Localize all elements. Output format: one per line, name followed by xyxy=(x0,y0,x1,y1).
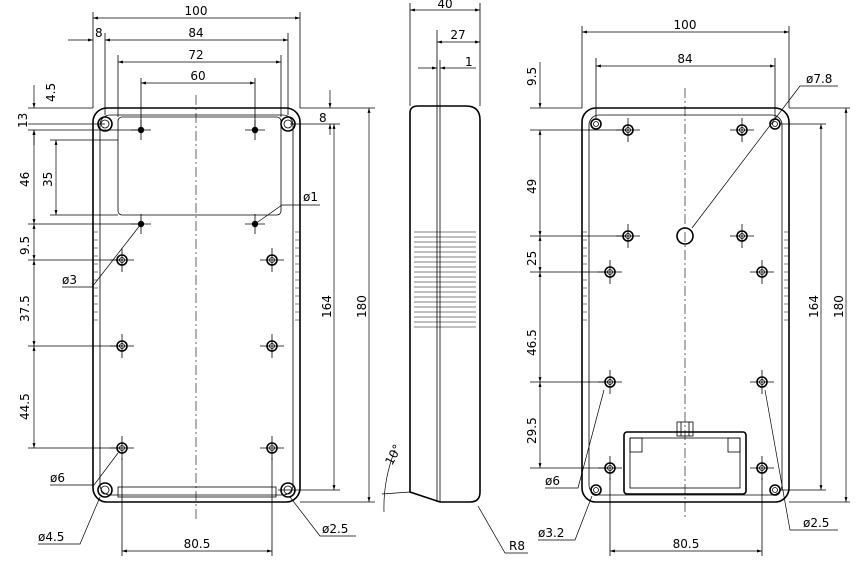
back-mount-hole xyxy=(730,118,754,142)
front-mount-hole xyxy=(260,436,284,460)
front-corner-hole xyxy=(97,482,113,498)
back-mount-hole xyxy=(750,456,774,480)
front-bottom-channel xyxy=(117,486,277,498)
back-mount-hole xyxy=(750,370,774,394)
dim-label: ø3.2 xyxy=(538,526,564,540)
side-dimensions: 40 27 1 10° R8 xyxy=(381,0,528,554)
dim-label: 37.5 xyxy=(18,295,32,322)
dim-label: 4.5 xyxy=(44,83,58,102)
back-dimensions: 100 84 9.5 49 25 46.5 29.5 164 180 80.5 … xyxy=(525,18,850,556)
front-dimensions: 100 84 8 72 60 4.5 13 46 35 9 xyxy=(16,4,375,556)
dim-label: 35 xyxy=(41,172,55,187)
front-view xyxy=(92,95,301,520)
dim-label: ø6 xyxy=(50,471,65,485)
back-mount-hole xyxy=(750,260,774,284)
back-inner-outline xyxy=(588,114,783,496)
dim-label: 13 xyxy=(16,113,30,128)
dim-label: 60 xyxy=(190,69,205,83)
back-outline xyxy=(581,107,790,503)
dim-label: 80.5 xyxy=(184,537,211,551)
back-corner-hole xyxy=(590,118,602,130)
dim-label: 1 xyxy=(465,55,473,69)
dim-label: 9.5 xyxy=(525,67,539,86)
back-hanging-hole xyxy=(676,227,694,245)
dim-label: 10° xyxy=(382,442,404,467)
dim-label: 44.5 xyxy=(18,393,32,420)
dim-label: 180 xyxy=(832,295,846,318)
back-left-ribs xyxy=(583,231,587,321)
dim-label: 84 xyxy=(677,52,692,66)
dim-label: ø1 xyxy=(303,190,318,204)
front-right-ribs xyxy=(295,231,299,321)
front-left-ribs xyxy=(94,231,98,321)
side-outline xyxy=(409,105,481,503)
dim-label: 8 xyxy=(319,111,327,125)
dim-label: ø6 xyxy=(545,474,560,488)
dim-label: ø2.5 xyxy=(803,516,829,530)
dim-label: R8 xyxy=(509,539,525,553)
dim-label: 8 xyxy=(95,26,103,40)
dim-label: 164 xyxy=(320,295,334,318)
front-mount-hole xyxy=(260,248,284,272)
dim-label: 29.5 xyxy=(525,417,539,444)
back-corner-hole xyxy=(590,484,602,496)
dim-label: ø7.8 xyxy=(806,72,832,86)
front-mount-hole xyxy=(260,334,284,358)
dim-label: 40 xyxy=(437,0,452,11)
dim-label: ø4.5 xyxy=(38,530,64,544)
back-battery-compartment xyxy=(623,421,747,495)
dim-label: ø3 xyxy=(62,273,77,287)
front-outline xyxy=(92,107,301,503)
dim-label: ø2.5 xyxy=(322,522,348,536)
dim-label: 72 xyxy=(188,48,203,62)
dim-label: 25 xyxy=(525,251,539,266)
front-inner-outline xyxy=(99,114,294,496)
dim-label: 80.5 xyxy=(673,537,700,551)
dim-label: 100 xyxy=(185,4,208,18)
dim-label: 100 xyxy=(674,18,697,32)
back-view xyxy=(581,88,790,520)
back-mount-hole xyxy=(730,224,754,248)
dim-label: 46.5 xyxy=(525,329,539,356)
side-vent-slots xyxy=(414,231,476,328)
dim-label: 180 xyxy=(355,295,369,318)
back-corner-hole xyxy=(769,484,781,496)
dim-label: 27 xyxy=(450,28,465,42)
dim-label: 84 xyxy=(188,26,203,40)
dim-label: 164 xyxy=(807,295,821,318)
dim-label: 49 xyxy=(525,179,539,194)
front-display-window xyxy=(117,116,282,216)
dim-label: 9.5 xyxy=(18,236,32,255)
dim-label: 46 xyxy=(18,172,32,187)
back-right-ribs xyxy=(784,231,788,321)
side-view xyxy=(409,105,481,503)
